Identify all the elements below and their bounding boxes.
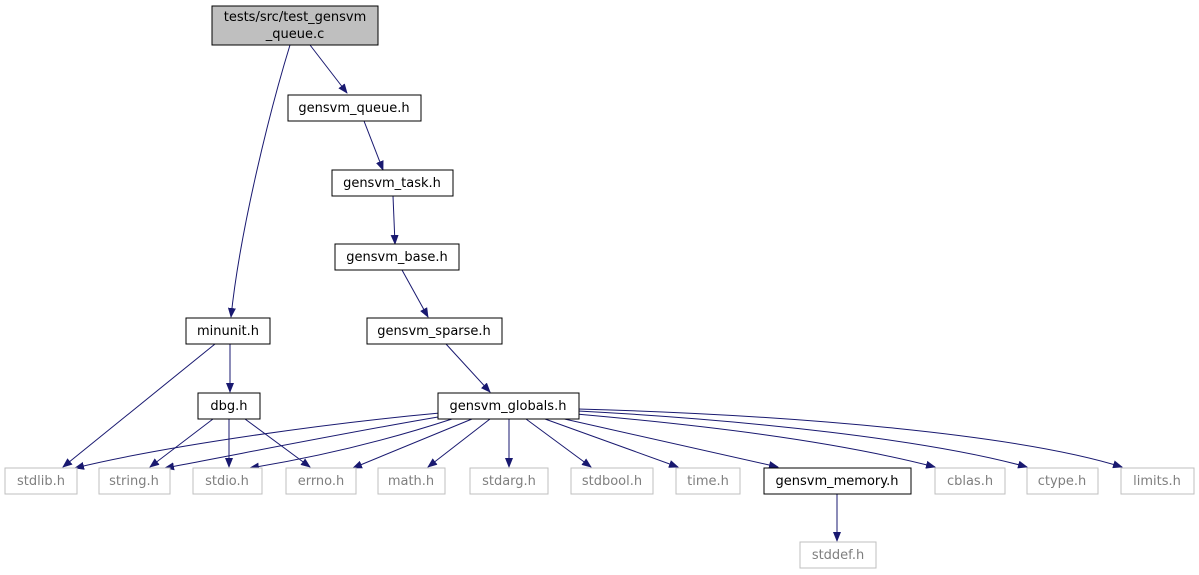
edge-globals-to-ctype (577, 410, 1028, 469)
node-cblas-label: cblas.h (947, 474, 993, 489)
node-dbg[interactable]: dbg.h (197, 392, 261, 420)
node-gensvm-sparse-label: gensvm_sparse.h (377, 324, 491, 339)
edge-globals-to-stdlib (74, 412, 441, 470)
edge-task-to-base (390, 195, 399, 245)
edge-globals-to-stdio (249, 418, 453, 471)
node-errno-label: errno.h (298, 474, 345, 489)
node-dbg-label: dbg.h (210, 399, 247, 414)
node-stdbool: stdbool.h (570, 467, 654, 495)
edge-globals-to-string (164, 415, 445, 471)
node-gensvm-base[interactable]: gensvm_base.h (334, 243, 460, 271)
node-stdio: stdio.h (192, 467, 263, 495)
node-string: string.h (98, 467, 171, 495)
node-stdbool-label: stdbool.h (582, 474, 642, 489)
edge-sparse-to-globals (445, 343, 491, 393)
edge-minunit-to-stdlib (62, 343, 216, 468)
node-stdarg-label: stdarg.h (482, 474, 536, 489)
node-errno: errno.h (285, 467, 357, 495)
node-ctype-label: ctype.h (1038, 474, 1087, 489)
node-gensvm-task-label: gensvm_task.h (343, 176, 441, 191)
node-gensvm-base-label: gensvm_base.h (346, 250, 447, 265)
node-string-label: string.h (109, 474, 159, 489)
edge-globals-to-memory (559, 417, 779, 469)
node-gensvm-sparse[interactable]: gensvm_sparse.h (366, 317, 503, 345)
node-stddef: stddef.h (799, 541, 877, 569)
node-gensvm-memory-label: gensvm_memory.h (776, 474, 899, 489)
node-math-label: math.h (388, 474, 434, 489)
node-ctype: ctype.h (1026, 467, 1099, 495)
node-math: math.h (377, 467, 446, 495)
node-limits-label: limits.h (1133, 474, 1181, 489)
node-stdlib-label: stdlib.h (17, 474, 65, 489)
node-root-line1: tests/src/test_gensvm (224, 10, 367, 25)
edge-globals-to-time (544, 418, 679, 468)
edge-globals-to-stdbool (525, 418, 592, 468)
edge-root-to-minunit (227, 44, 291, 318)
node-time-label: time.h (687, 474, 729, 489)
node-minunit[interactable]: minunit.h (185, 317, 271, 345)
node-cblas: cblas.h (934, 467, 1006, 495)
edges (62, 44, 1123, 542)
edge-dbg-to-string (149, 418, 214, 468)
node-stddef-label: stddef.h (812, 548, 864, 563)
node-root-line2: _queue.c (265, 27, 325, 42)
node-stdlib: stdlib.h (4, 467, 78, 495)
edge-globals-to-math (427, 418, 491, 468)
node-stdarg: stdarg.h (469, 467, 549, 495)
node-gensvm-globals[interactable]: gensvm_globals.h (437, 392, 580, 420)
node-gensvm-task[interactable]: gensvm_task.h (331, 169, 454, 197)
node-minunit-label: minunit.h (197, 324, 259, 339)
node-gensvm-queue[interactable]: gensvm_queue.h (287, 94, 422, 122)
edge-base-to-sparse (401, 269, 429, 318)
node-time: time.h (675, 467, 741, 495)
node-limits: limits.h (1120, 467, 1195, 495)
edge-globals-to-limits (577, 408, 1123, 469)
node-root[interactable]: tests/src/test_gensvm _queue.c (211, 5, 379, 46)
edge-dbg-to-errno (244, 418, 311, 468)
edge-globals-to-cblas (575, 413, 936, 469)
node-gensvm-queue-label: gensvm_queue.h (298, 101, 409, 116)
node-gensvm-memory[interactable]: gensvm_memory.h (763, 467, 912, 495)
edge-queue-to-task (363, 120, 384, 171)
node-stdio-label: stdio.h (205, 474, 249, 489)
edge-globals-to-errno (352, 418, 473, 469)
node-gensvm-globals-label: gensvm_globals.h (450, 399, 567, 414)
edge-root-to-queue (309, 44, 348, 94)
